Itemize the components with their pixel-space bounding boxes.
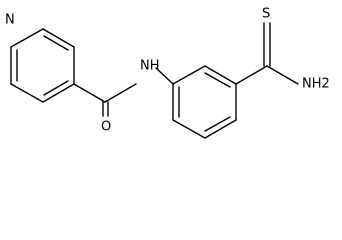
thioamide-group [235,22,299,85]
carbonyl-oxygen-label: O [101,120,111,135]
amide-group [73,67,174,117]
pyridine-nitrogen-label: N [5,13,15,28]
thioamide-nh2-label: NH2 [302,77,330,92]
pyridine-ring [10,28,75,103]
benzene-ring [172,65,237,139]
chemical-structure-diagram: N NH O S NH2 [5,7,330,139]
amide-nh-label: NH [140,59,160,74]
thione-sulfur-label: S [262,7,270,22]
